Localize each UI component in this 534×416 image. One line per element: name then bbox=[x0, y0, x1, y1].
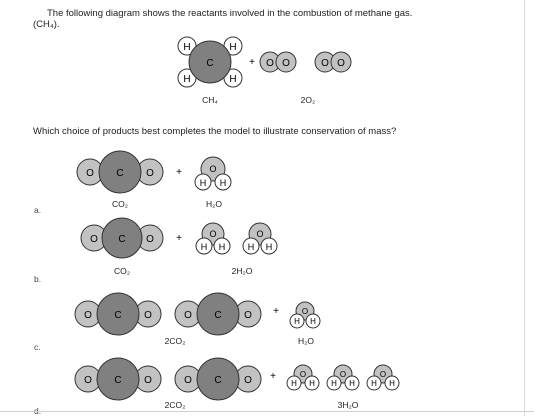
oxygen-atom-label: O bbox=[282, 58, 290, 69]
oxygen-atom-label: O bbox=[184, 375, 192, 386]
oxygen-atom-label: O bbox=[340, 370, 346, 379]
plus-sign: + bbox=[176, 233, 182, 244]
hydrogen-atom-label: H bbox=[371, 379, 377, 388]
option-d-left-label: 2CO₂ bbox=[164, 400, 186, 410]
divider-line bbox=[0, 411, 534, 412]
plus-sign: + bbox=[176, 167, 182, 178]
oxygen-atom-label: O bbox=[146, 168, 154, 179]
oxygen-atom-label: O bbox=[84, 375, 92, 386]
oxygen-atom-label: O bbox=[86, 168, 94, 179]
oxygen-atom-label: O bbox=[244, 375, 252, 386]
water-molecule: O H H bbox=[286, 364, 320, 391]
hydrogen-atom-label: H bbox=[183, 42, 190, 53]
oxygen-atom-label: O bbox=[300, 370, 306, 379]
oxygen-atom-label: O bbox=[84, 310, 92, 321]
option-c-right-label: H₂O bbox=[297, 336, 315, 346]
oxygen-atom-label: O bbox=[209, 229, 216, 239]
hydrogen-atom-label: H bbox=[201, 242, 208, 252]
hydrogen-atom-label: H bbox=[229, 74, 236, 85]
intro-line-1: The following diagram shows the reactant… bbox=[47, 8, 413, 19]
option-a-right-label: H₂O bbox=[205, 199, 223, 209]
water-molecule: O H H bbox=[289, 301, 321, 329]
water-molecule: O H H bbox=[194, 156, 232, 191]
carbon-atom-label: C bbox=[114, 310, 121, 321]
oxygen-atom-label: O bbox=[144, 310, 152, 321]
hydrogen-atom-label: H bbox=[309, 379, 315, 388]
hydrogen-atom-label: H bbox=[331, 379, 337, 388]
option-a-letter[interactable]: a. bbox=[34, 205, 42, 215]
co2-molecule: O C O bbox=[174, 292, 262, 336]
hydrogen-atom-label: H bbox=[291, 379, 297, 388]
ch4-label: CH₄ bbox=[202, 95, 218, 105]
oxygen-atom-label: O bbox=[266, 58, 274, 69]
co2-molecule: O C O bbox=[74, 357, 162, 401]
oxygen-atom-label: O bbox=[302, 307, 308, 316]
co2-molecule: O C O bbox=[74, 292, 162, 336]
water-molecule: O H H bbox=[242, 222, 278, 255]
option-c-left-label: 2CO₂ bbox=[164, 336, 186, 346]
carbon-atom-label: C bbox=[214, 375, 221, 386]
plus-sign: + bbox=[249, 57, 255, 68]
hydrogen-atom-label: H bbox=[219, 242, 226, 252]
oxygen-atom-label: O bbox=[256, 229, 263, 239]
oxygen-molecule: O O bbox=[259, 51, 297, 73]
hydrogen-atom-label: H bbox=[389, 379, 395, 388]
oxygen-molecule: O O bbox=[314, 51, 352, 73]
oxygen-atom-label: O bbox=[244, 310, 252, 321]
methane-molecule: H H H H C bbox=[177, 36, 243, 88]
option-b-left-label: CO₂ bbox=[113, 266, 131, 276]
carbon-atom-label: C bbox=[114, 375, 121, 386]
hydrogen-atom-label: H bbox=[183, 74, 190, 85]
oxygen-atom-label: O bbox=[90, 234, 98, 245]
plus-sign: + bbox=[273, 306, 279, 317]
hydrogen-atom-label: H bbox=[248, 242, 255, 252]
hydrogen-atom-label: H bbox=[349, 379, 355, 388]
carbon-atom-label: C bbox=[118, 234, 125, 245]
oxygen-atom-label: O bbox=[321, 58, 329, 69]
carbon-atom-label: C bbox=[214, 310, 221, 321]
option-c-letter[interactable]: c. bbox=[34, 342, 41, 352]
water-molecule: O H H bbox=[326, 364, 360, 391]
carbon-atom-label: C bbox=[116, 168, 123, 179]
oxygen-atom-label: O bbox=[209, 164, 216, 174]
hydrogen-atom-label: H bbox=[200, 178, 207, 188]
option-d-right-label: 3H₂O bbox=[337, 400, 359, 410]
page-edge-line bbox=[524, 0, 525, 416]
hydrogen-atom-label: H bbox=[310, 317, 316, 326]
oxygen-atom-label: O bbox=[337, 58, 345, 69]
water-molecule: O H H bbox=[366, 364, 400, 391]
plus-sign: + bbox=[270, 371, 276, 382]
oxygen-atom-label: O bbox=[144, 375, 152, 386]
hydrogen-atom-label: H bbox=[294, 317, 300, 326]
question-text: Which choice of products best completes … bbox=[33, 126, 397, 137]
option-b-right-label: 2H₂O bbox=[231, 266, 253, 276]
oxygen-atom-label: O bbox=[380, 370, 386, 379]
hydrogen-atom-label: H bbox=[229, 42, 236, 53]
intro-line-2: (CH₄). bbox=[33, 19, 60, 30]
water-molecule: O H H bbox=[195, 222, 231, 255]
o2-label: 2O₂ bbox=[300, 95, 316, 105]
oxygen-atom-label: O bbox=[184, 310, 192, 321]
hydrogen-atom-label: H bbox=[266, 242, 273, 252]
co2-molecule: O C O bbox=[174, 357, 262, 401]
co2-molecule: O C O bbox=[76, 150, 164, 194]
option-b-letter[interactable]: b. bbox=[34, 274, 42, 284]
option-a-left-label: CO₂ bbox=[111, 199, 129, 209]
hydrogen-atom-label: H bbox=[220, 178, 227, 188]
co2-molecule: O C O bbox=[80, 217, 164, 259]
oxygen-atom-label: O bbox=[146, 234, 154, 245]
carbon-atom-label: C bbox=[206, 58, 213, 69]
